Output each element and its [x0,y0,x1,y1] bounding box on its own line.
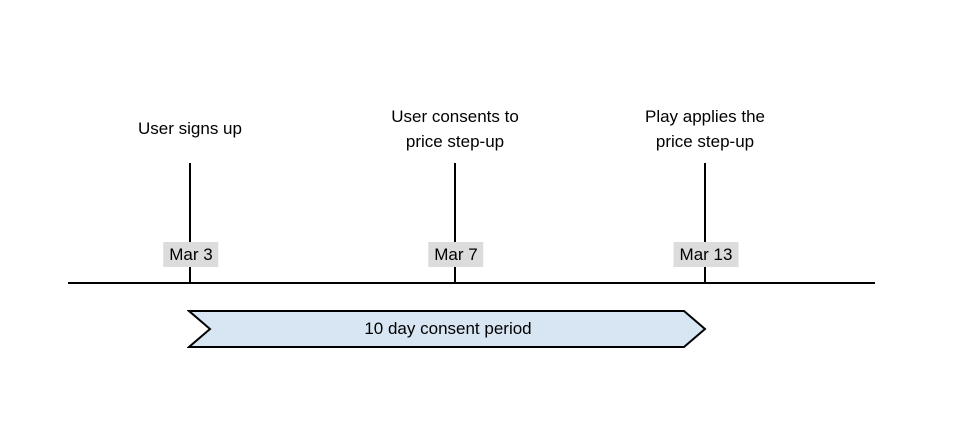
event-2-label: User consents to price step-up [391,106,519,151]
event-1-label: User signs up [138,119,242,138]
event-3-tick-line [704,163,706,283]
event-1-date-chip: Mar 3 [163,242,219,267]
consent-period-label: 10 day consent period [364,319,532,338]
event-3-date-chip: Mar 13 [673,242,739,267]
consent-period-arrow [187,310,707,348]
timeline-axis-line [68,282,875,284]
consent-period-arrow-shape [187,310,707,348]
event-2-date-chip: Mar 7 [428,242,484,267]
event-2-tick-line [454,163,456,283]
event-1-tick-line [189,163,191,283]
event-3-label: Play applies the price step-up [644,106,766,151]
